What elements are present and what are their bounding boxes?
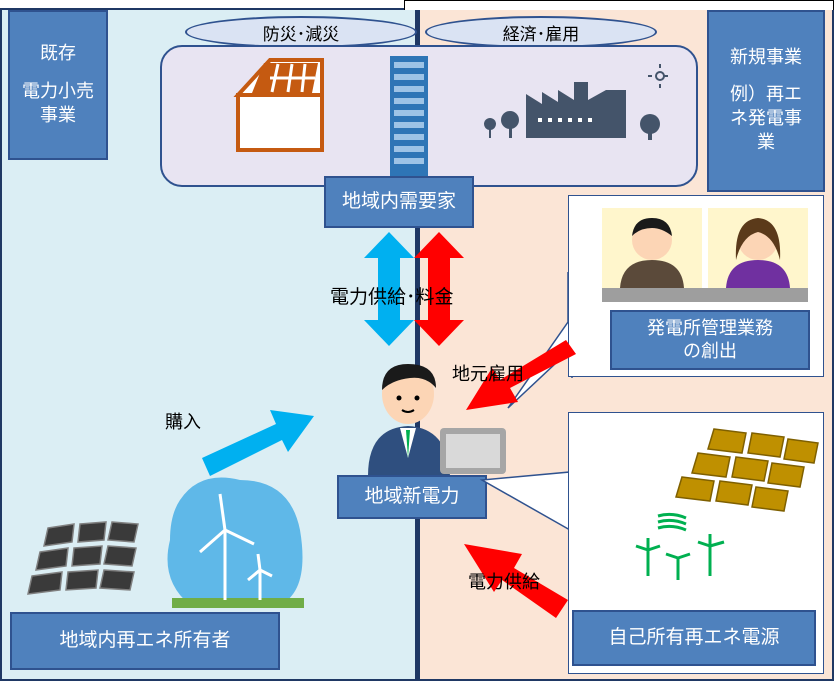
plant-management-box: 発電所管理業務 の創出 [610, 310, 810, 370]
existing-line3: 事業 [40, 105, 76, 127]
renewable-owner-label: 地域内再エネ所有者 [59, 629, 231, 652]
economy-employment-label: 経済･雇用 [502, 24, 580, 45]
plant-management-label-1: 発電所管理業務 [647, 317, 773, 339]
self-owned-renewable-label: 自己所有再エネ電源 [608, 626, 780, 649]
supply-fee-arrows [364, 232, 464, 346]
regional-new-power-box: 地域新電力 [337, 475, 487, 519]
building-icon [390, 56, 428, 178]
solar-panel-array-icon [27, 521, 139, 595]
economy-employment-oval: 経済･雇用 [425, 16, 657, 48]
plant-management-label-2: の創出 [683, 341, 737, 362]
disaster-prevention-label: 防災･減災 [262, 24, 340, 45]
wind-turbine-landscape-icon [167, 477, 304, 608]
factory-icon [484, 64, 668, 140]
new-business-box: 新規事業 例）再エ ネ発電事 業 [707, 10, 825, 192]
regional-new-power-label: 地域新電力 [364, 485, 460, 508]
regional-demand-box: 地域内需要家 [324, 176, 474, 228]
two-staff-people-icon [602, 208, 808, 302]
purchase-label: 購入 [165, 412, 201, 433]
existing-line2: 電力小売 [22, 80, 94, 102]
house-icon [233, 58, 324, 152]
top-frame [404, 0, 834, 10]
supply-fee-label: 電力供給･料金 [330, 286, 454, 308]
green-wind-turbines-icon [635, 512, 725, 580]
disaster-prevention-oval: 防災･減災 [185, 16, 417, 48]
supply-label: 電力供給 [468, 572, 540, 593]
existing-line1: 既存 [40, 42, 76, 64]
existing-business-box: 既存 電力小売 事業 [8, 10, 108, 160]
new-line3: ネ発電事 [730, 108, 802, 129]
purchase-arrow [202, 410, 314, 476]
employment-label: 地元雇用 [452, 364, 524, 385]
blue-double-arrow [364, 232, 414, 346]
renewable-owner-box: 地域内再エネ所有者 [10, 612, 280, 670]
new-line4: 業 [757, 132, 775, 154]
new-line2: 例）再エ [730, 83, 802, 105]
supply-arrow [464, 544, 568, 618]
red-double-arrow [414, 232, 464, 346]
gold-solar-panels-icon [675, 428, 819, 512]
new-line1: 新規事業 [730, 47, 802, 69]
new-power-staff-person-icon [368, 364, 506, 476]
regional-demand-label: 地域内需要家 [341, 190, 456, 213]
self-owned-renewable-box: 自己所有再エネ電源 [572, 610, 816, 666]
employment-arrow [466, 340, 576, 410]
